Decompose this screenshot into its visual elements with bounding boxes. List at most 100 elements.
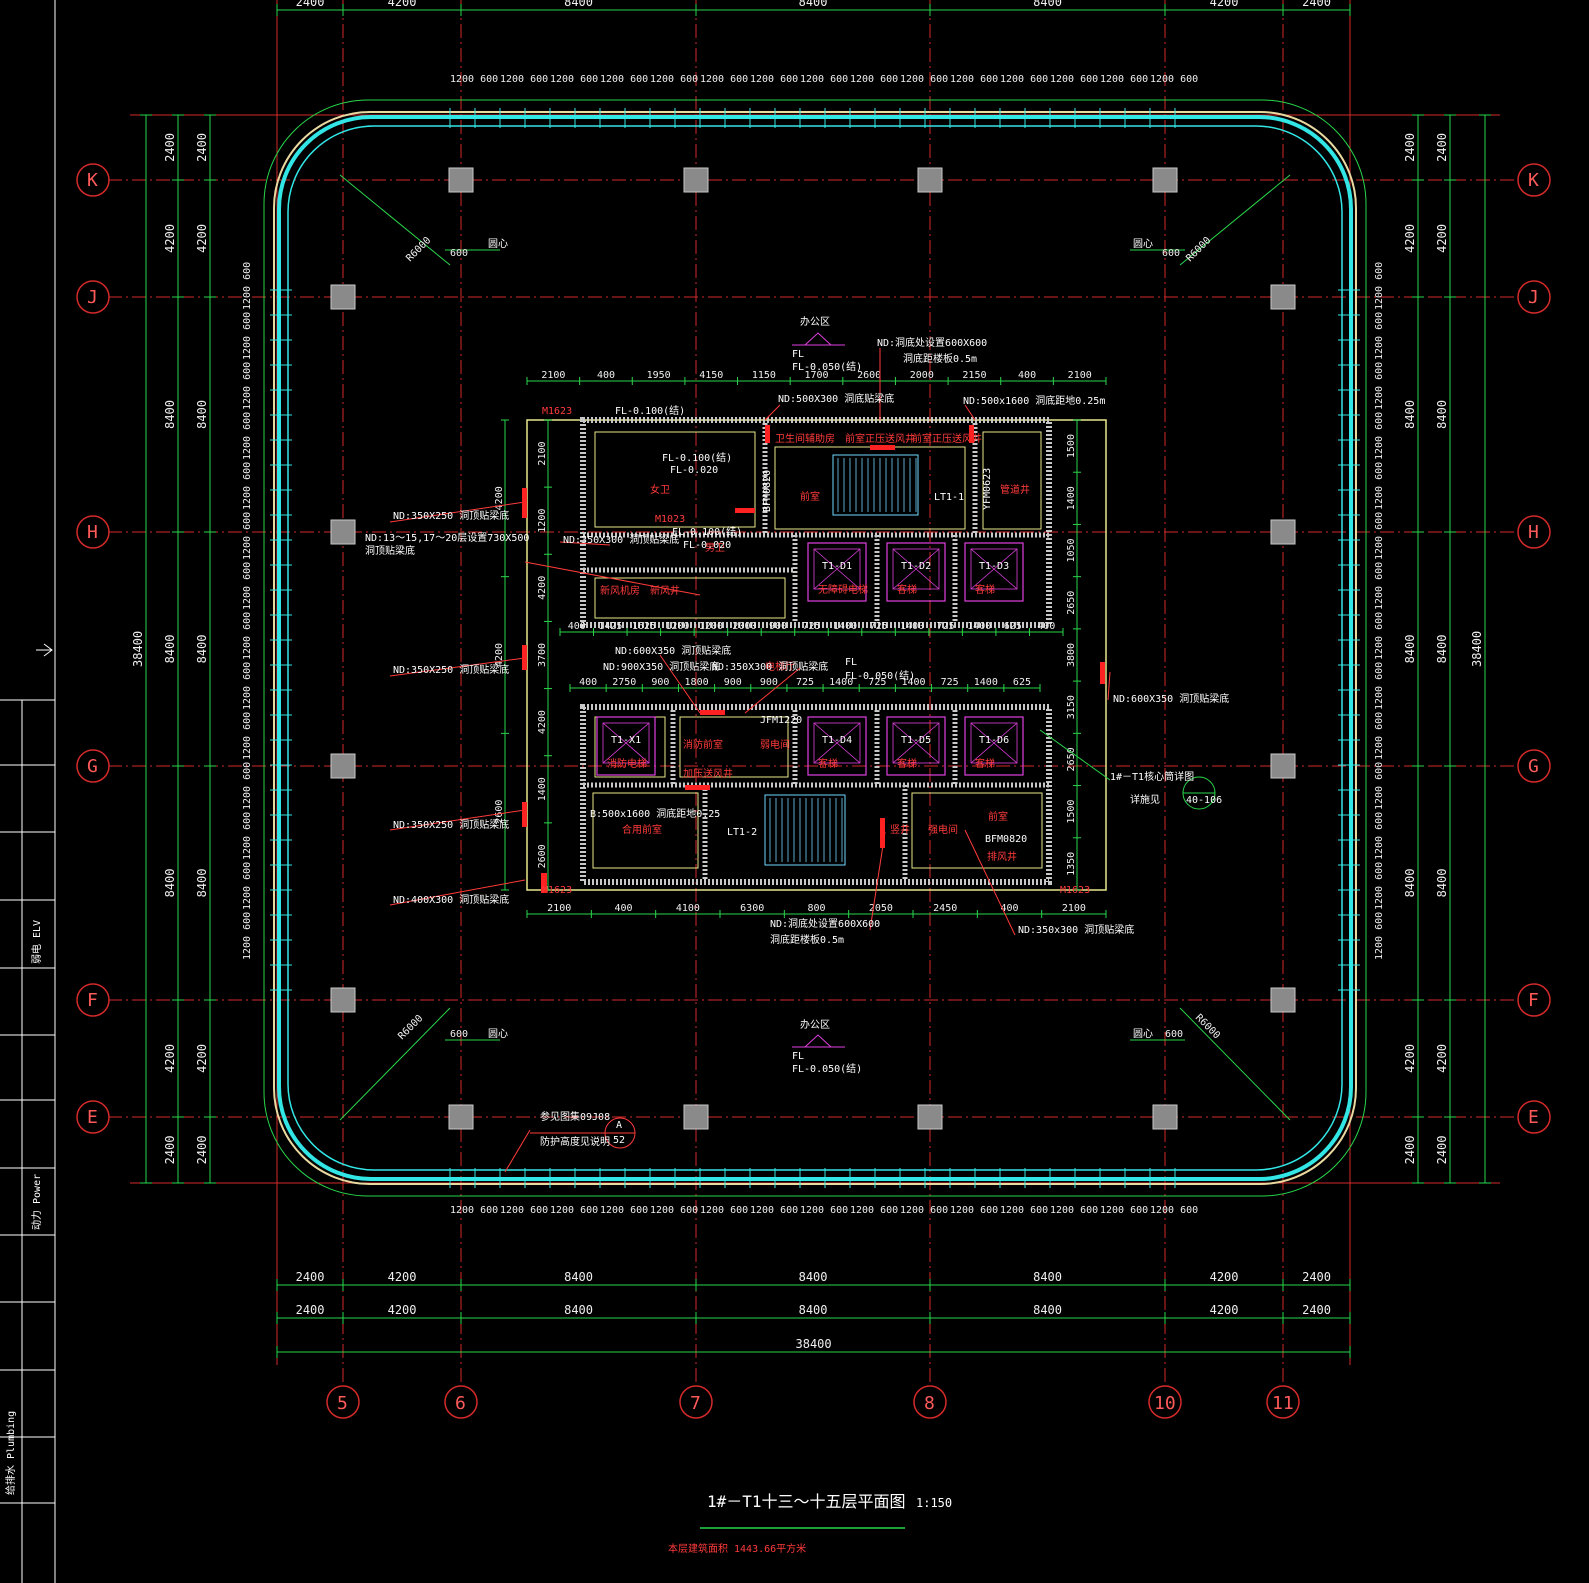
core-dim-mid-2-label-4: 900: [724, 677, 742, 688]
dim-right-inner-label-6: 2400: [1435, 1135, 1449, 1164]
room-tag-9: 强电间: [928, 823, 958, 836]
curtain-wall: [263, 99, 1367, 1197]
hole-notes: [389, 348, 1111, 1173]
elevator-cab: [970, 548, 1018, 590]
door-m1623-b: M1623: [542, 885, 572, 896]
elevator-cross: [970, 722, 1018, 764]
column-12: [330, 753, 356, 779]
elevator-id: T1-D4: [822, 735, 852, 746]
core-dim-mid-2-label-10: 725: [941, 677, 959, 688]
facade-module-right: 1200 600: [1374, 262, 1385, 310]
axis-bubble-K-right: K: [1517, 163, 1551, 197]
elevator-cross: [892, 548, 940, 590]
door-bfm: BFM0820: [985, 834, 1027, 845]
facade-module-bottom: 1200 600: [950, 1205, 998, 1216]
room-tag-0: 卫生间辅助房: [775, 432, 835, 445]
core-dim-top-label-5: 1700: [805, 370, 829, 381]
core-dim-left-label-0: 2100: [537, 441, 548, 465]
title-cell-power: 动力 Power: [30, 1174, 43, 1230]
room-tag-7: 合用前室: [622, 823, 662, 836]
axis-circle-K: [76, 163, 110, 197]
axis-bubble-10: 10: [1148, 1385, 1182, 1419]
svg-text:A: A: [616, 1120, 622, 1131]
fl-core-1: FL-0.100(结): [615, 404, 685, 417]
nd-13-15: ND:13～15,17～20层设置730X500: [365, 532, 529, 544]
corner-offset-se: 600: [1165, 1029, 1183, 1040]
facade-module-left: 1200 600: [242, 762, 253, 810]
core-dim-mid-1-label-13: 625: [1004, 621, 1022, 632]
dim-right-inner-label-1: 4200: [1435, 224, 1449, 253]
core-dim-mid-1-label-0: 400: [568, 621, 586, 632]
elevator-id: T1-D1: [822, 561, 852, 572]
axis-label-K: K: [1528, 170, 1539, 191]
svg-text:FL: FL: [792, 349, 804, 360]
core-dim-bottom-label-8: 2100: [1062, 903, 1086, 914]
column-0: [448, 167, 474, 193]
dim-left-outer-label-3: 8400: [163, 634, 177, 663]
axis-label-5: 5: [337, 1393, 348, 1414]
elevator-cab: [892, 722, 940, 764]
core-dim-right-label-4: 3800: [1066, 643, 1077, 667]
core-dim-mid-1-label-1: 1425: [598, 621, 622, 632]
dim-left-inner-label-3: 8400: [195, 634, 209, 663]
core-dim-right-label-7: 1500: [1066, 800, 1077, 824]
elevator-note: 客梯: [897, 583, 917, 596]
facade-module-right: 1200 600: [1374, 762, 1385, 810]
dim-bottom-1-label-1: 4200: [388, 1270, 417, 1284]
facade-module-right: 1200 600: [1374, 362, 1385, 410]
elevator-cab: [813, 722, 861, 764]
axis-label-E: E: [1528, 1107, 1539, 1128]
room-tag-1: 前室正压送风井: [845, 432, 915, 445]
core-dim-bottom-label-6: 2450: [933, 903, 957, 914]
facade-module-right: 1200 600: [1374, 412, 1385, 460]
dim-right-inner-label-5: 4200: [1435, 1044, 1449, 1073]
room-tag-5: 男卫: [705, 542, 725, 554]
dim-top-label-1: 4200: [388, 0, 417, 9]
core-dim-mid-1-label-12: 1400: [967, 621, 991, 632]
axis-circle-G: [1517, 749, 1551, 783]
dim-bottom-2-label-5: 4200: [1210, 1303, 1239, 1317]
axis-circle-H: [1517, 515, 1551, 549]
core-dim-bottom-label-7: 400: [1001, 903, 1019, 914]
core-dim-bottom-label-3: 6300: [740, 903, 764, 914]
dim-right-outer-label-0: 2400: [1403, 133, 1417, 162]
fl-core-3: FL-0.020: [670, 465, 718, 476]
svg-text:40-106: 40-106: [1186, 795, 1222, 806]
core-dim-mid-1-label-10: 1400: [900, 621, 924, 632]
facade-module-top: 1200 600: [500, 74, 548, 85]
core-dim-top-label-3: 4150: [699, 370, 723, 381]
facade-mullions: 1200 600 1200 600 1200 600 1200 600 1200 600…: [242, 74, 1385, 1216]
facade-module-right: 1200 600: [1374, 812, 1385, 860]
axis-circle-K: [1517, 163, 1551, 197]
core-dim-top-label-2: 1950: [647, 370, 671, 381]
axis-bubble-K-left: K: [76, 163, 110, 197]
facade-module-right: 1200 600: [1374, 462, 1385, 510]
svg-text:详施见: 详施见: [1130, 793, 1160, 806]
dim-left-inner-label-5: 4200: [195, 1044, 209, 1073]
dim-top-label-3: 8400: [799, 0, 828, 9]
core-dim-mid-2-label-8: 725: [868, 677, 886, 688]
nd-500x1600-b: B:500x1600 洞底距地0.25: [590, 807, 720, 820]
stair-top: [832, 454, 919, 516]
dim-bottom-total: 38400: [276, 1337, 1351, 1358]
facade-module-left: 1200 600: [242, 262, 253, 310]
nd-350x250-a: ND:350X250 洞顶贴梁底: [393, 509, 509, 522]
title-cell-plumbing: 给排水 Plumbing: [4, 1411, 17, 1495]
room-tag-15: 竖井: [890, 823, 910, 836]
dim-bottom-1-label-0: 2400: [296, 1270, 325, 1284]
nd-350x300-c: ND:350x300 洞顶贴梁底: [1018, 923, 1134, 936]
dim-bottom-total-label-0: 38400: [796, 1337, 832, 1351]
core-dim-bottom-label-4: 800: [808, 903, 826, 914]
nd-350x300-a: ND:350X300 洞顶贴梁底: [563, 533, 679, 546]
axis-bubble-5: 5: [326, 1385, 360, 1419]
facade-module-bottom: 1200 600: [700, 1205, 748, 1216]
facade-module-right: 1200 600: [1374, 712, 1385, 760]
elevator-note: 客梯: [818, 757, 838, 770]
column-9: [1270, 284, 1296, 310]
